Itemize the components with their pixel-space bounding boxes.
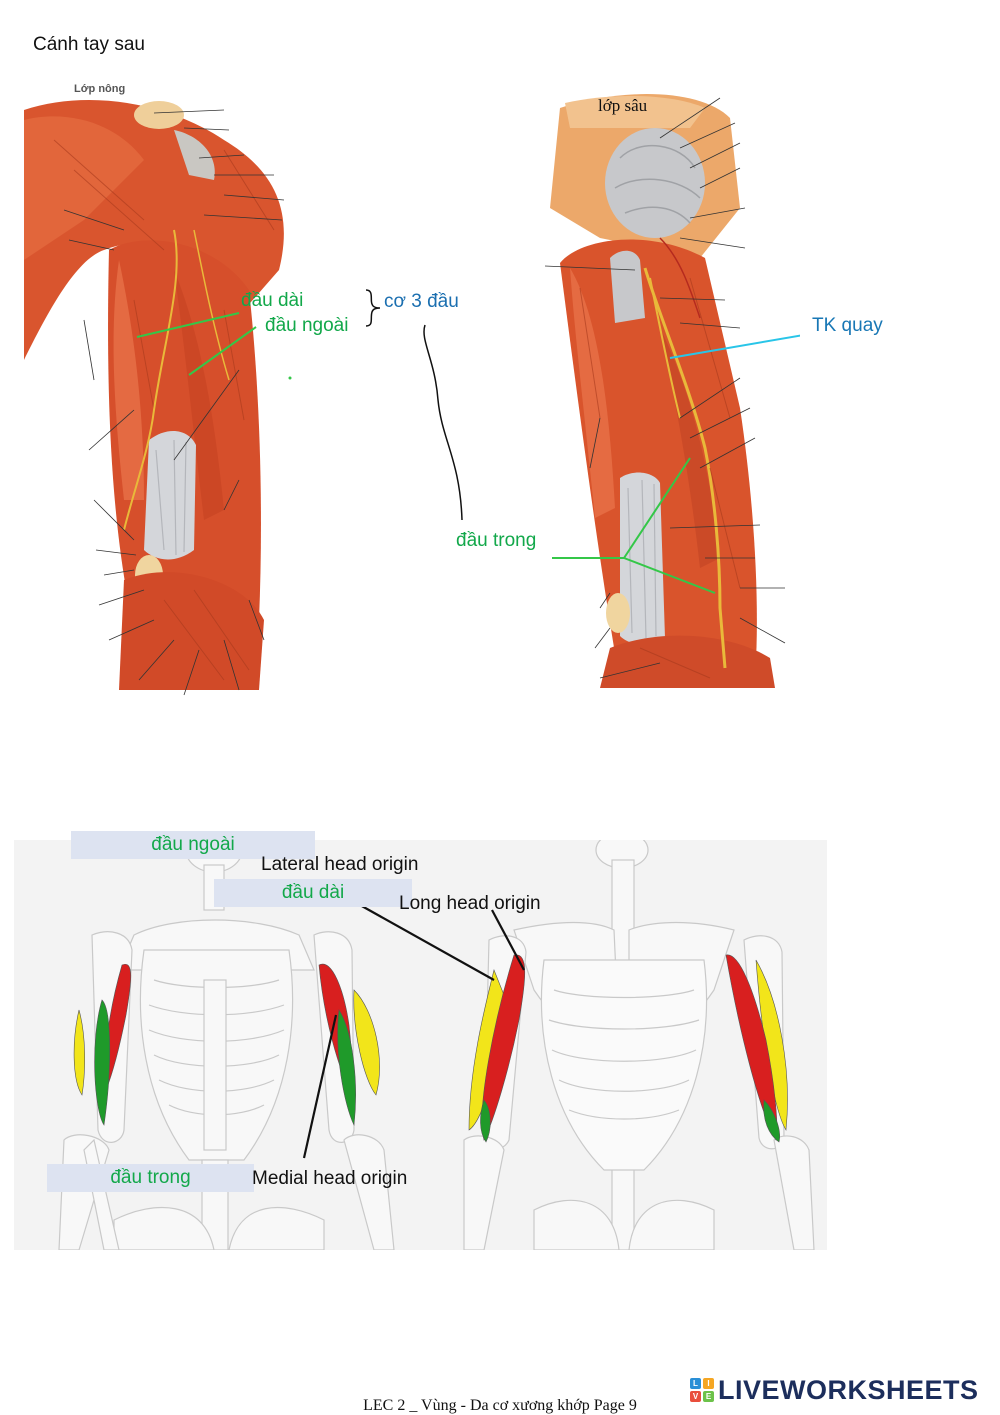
medial-head-origin-label: Medial head origin	[252, 1168, 407, 1190]
radial-nerve-label: TK quay	[812, 315, 883, 337]
lateral-head-label: đầu ngoài	[265, 315, 348, 337]
long-head-label: đầu dài	[241, 290, 303, 312]
medial-head-label: đầu trong	[456, 530, 536, 552]
page-footer: LEC 2 _ Vùng - Da cơ xương khớp Page 9	[0, 1397, 1000, 1415]
medial-head-box-label: đầu trong	[47, 1164, 254, 1192]
medial-head-connector	[424, 325, 462, 520]
left-lateral-head-muscle	[74, 1010, 85, 1095]
right-lateral-head-muscle	[354, 990, 380, 1095]
long-head-origin-label: Long head origin	[399, 893, 541, 915]
annotation-lines	[0, 0, 1000, 700]
lateral-head-origin-label: Lateral head origin	[261, 854, 418, 876]
long-head-box-label: đầu dài	[214, 879, 412, 907]
triceps-brace	[366, 290, 380, 326]
triceps-label: cơ 3 đầu	[384, 291, 459, 313]
